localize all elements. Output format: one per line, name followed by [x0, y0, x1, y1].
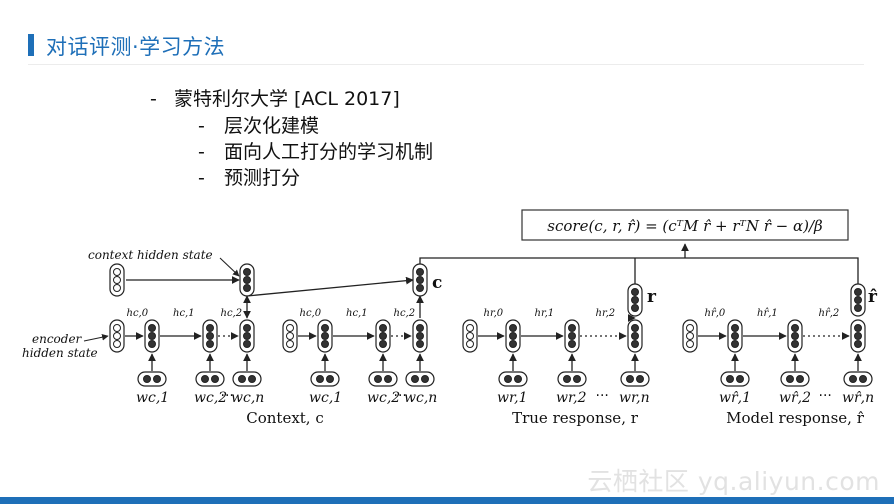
true-response-init-cell: [462, 319, 478, 353]
true-response-caption: True response, r: [512, 409, 639, 427]
context-utt-1-h-label: hc,1: [173, 308, 195, 319]
model-response-h-label: hr̂,1: [757, 308, 778, 319]
bottom-accent-bar: [0, 497, 894, 504]
context-caption: Context, c: [246, 409, 324, 427]
model-response-caption: Model response, r̂: [726, 409, 865, 427]
true-response-cell: [564, 319, 580, 353]
true-response-h-label: hr,1: [535, 308, 555, 319]
context-utt-1-cell: [144, 319, 160, 353]
context-utt-1-word-cell: [137, 371, 167, 387]
score-formula-box: [521, 209, 849, 241]
context-utt-2-w-label: wc,n: [404, 390, 437, 406]
true-response-word-cell: [557, 371, 587, 387]
model-response-h-label: hr̂,0: [705, 308, 726, 319]
context-utt-2-cell: [412, 319, 428, 353]
context-utt-2-h-label: hc,2: [394, 308, 416, 319]
page-title: 对话评测·学习方法: [46, 35, 226, 59]
context-utt-2-word-cell: [310, 371, 340, 387]
model-response-word-cell: [720, 371, 750, 387]
true-response-word-cell: [498, 371, 528, 387]
context-utt-2-h-label: hc,1: [346, 308, 368, 319]
true-response-cell: [505, 319, 521, 353]
context-utt-2-cell: [317, 319, 333, 353]
context-utt-1-w-label: wc,1: [136, 390, 169, 406]
context-utt-2-cell: [375, 319, 391, 353]
context-utt-2-w-label: wc,2: [367, 390, 400, 406]
model-vector-rhat-cell: [850, 283, 866, 317]
vector-r-label: r: [647, 287, 657, 307]
model-response-word-cell: [780, 371, 810, 387]
bullet-main: - 蒙特利尔大学 [ACL 2017]: [150, 86, 433, 113]
true-response-w-label: wr,n: [619, 390, 650, 406]
true-response-h-label: hr,2: [596, 308, 616, 319]
bullet-sub-3: - 预测打分: [198, 167, 301, 189]
title-accent-bar: [28, 34, 34, 56]
model-response-h-label: hr̂,2: [819, 308, 840, 319]
vector-c-label: c: [432, 273, 442, 293]
model-response-cell: [850, 319, 866, 353]
context-utt-1-w-label: wc,n: [231, 390, 264, 406]
context-utt-1-h-label: hc,2: [221, 308, 243, 319]
context-hidden-state-init-cell: [109, 263, 125, 297]
model-response-word-cell: [843, 371, 873, 387]
vector-rhat-label: r̂: [868, 287, 878, 307]
context-utt-1-h-label: hc,0: [127, 308, 149, 319]
context-utt-2-word-cell: [405, 371, 435, 387]
hidden-state-label: hidden state: [22, 346, 98, 360]
encoder-label: encoder: [32, 332, 83, 346]
top-connectors: [126, 243, 859, 319]
context-utt-2-ellipsis: ···: [394, 388, 407, 404]
true-response-cell: [627, 319, 643, 353]
context-utt-2-h-label: hc,0: [300, 308, 322, 319]
model-response-cell: [727, 319, 743, 353]
bullet-sub-2: - 面向人工打分的学习机制: [198, 141, 434, 163]
context-utt-1-ellipsis: ···: [221, 388, 234, 404]
true-response-w-label: wr,1: [497, 390, 528, 406]
model-response-w-label: wr̂,1: [719, 390, 751, 406]
watermark: 云栖社区 yq.aliyun.com: [587, 467, 880, 496]
true-response-ellipsis: ···: [596, 388, 609, 404]
model-response-w-label: wr̂,2: [779, 390, 811, 406]
context-utt-1-init-cell: [109, 319, 125, 353]
context-utt-2-word-cell: [368, 371, 398, 387]
context-utt-2-w-label: wc,1: [309, 390, 342, 406]
response-vector-r-cell: [627, 283, 643, 317]
context-utt-1-word-cell: [195, 371, 225, 387]
context-hidden-state-cell: [239, 263, 255, 297]
context-utt-1-cell: [202, 319, 218, 353]
true-response-h-label: hr,0: [484, 308, 504, 319]
title-divider: [28, 64, 864, 65]
bullet-sub-text: 面向人工打分的学习机制: [224, 141, 434, 163]
context-hidden-state-label: context hidden state: [88, 248, 213, 262]
score-formula: score(c, r, r̂) = (cᵀM r̂ + rᵀN r̂ − α)/…: [547, 217, 823, 235]
true-response-w-label: wr,2: [556, 390, 587, 406]
true-response-word-cell: [620, 371, 650, 387]
model-response-cell: [787, 319, 803, 353]
bullet-main-text: 蒙特利尔大学 [ACL 2017]: [174, 88, 400, 110]
bullet-list: - 蒙特利尔大学 [ACL 2017] - 层次化建模 - 面向人工打分的学习机…: [150, 86, 433, 191]
bullet-sub-text: 层次化建模: [224, 115, 320, 137]
bullet-sub-1: - 层次化建模: [198, 115, 320, 137]
context-utt-1-cell: [239, 319, 255, 353]
context-utt-1-w-label: wc,2: [194, 390, 227, 406]
model-response-ellipsis: ···: [819, 388, 832, 404]
model-response-init-cell: [682, 319, 698, 353]
bullet-sub-text: 预测打分: [224, 167, 301, 189]
context-utt-1-word-cell: [232, 371, 262, 387]
context-utt-2-init-cell: [282, 319, 298, 353]
context-vector-c-cell: [412, 263, 428, 297]
model-response-w-label: wr̂,n: [842, 390, 874, 406]
